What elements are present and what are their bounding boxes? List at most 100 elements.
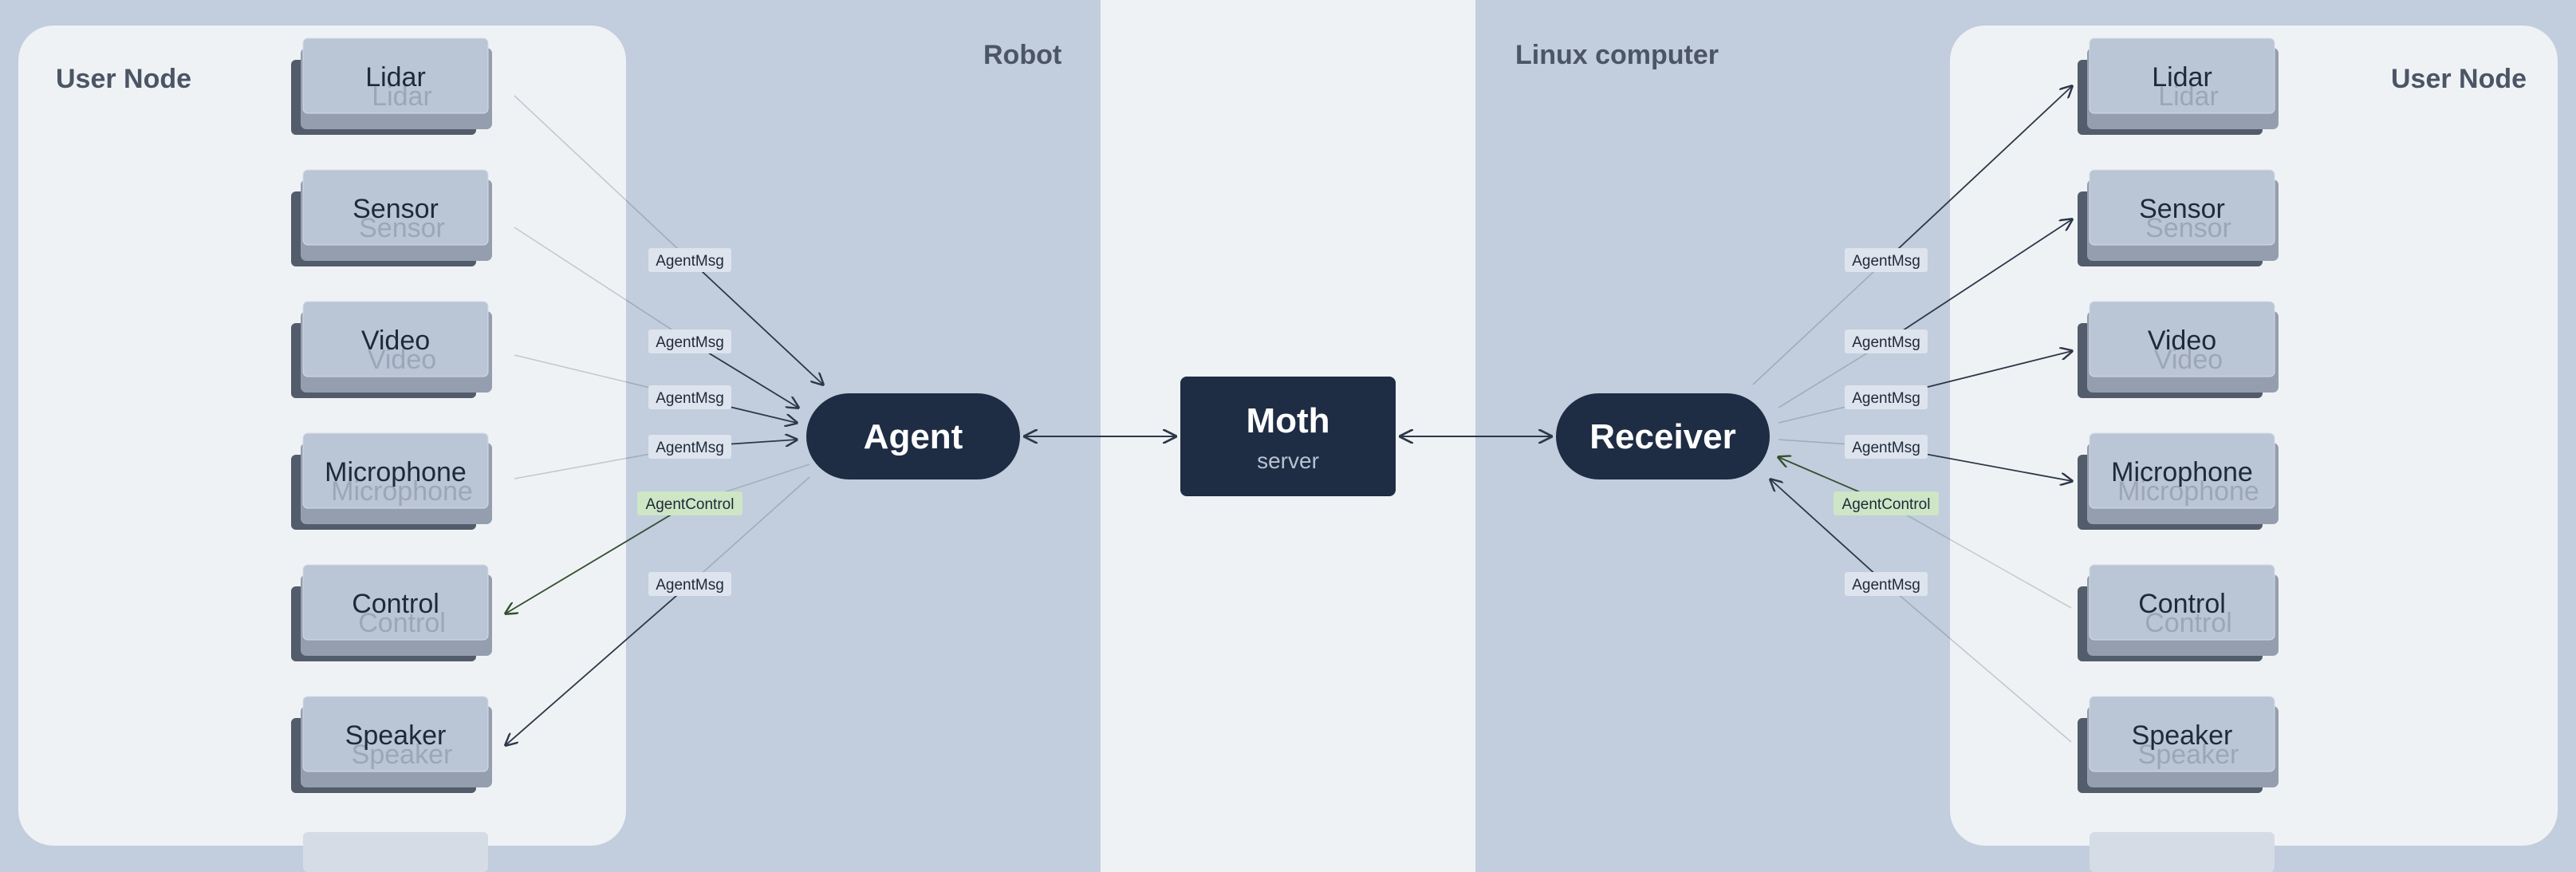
badge-label: AgentMsg bbox=[1852, 577, 1920, 594]
node-box bbox=[2089, 564, 2275, 641]
receiver-node-shape bbox=[1556, 393, 1770, 479]
badge-bg bbox=[1834, 491, 1939, 515]
node-box bbox=[302, 169, 489, 246]
user-node-label-right: User Node bbox=[2391, 64, 2527, 94]
edge-left-0 bbox=[514, 95, 823, 385]
edge-arrow bbox=[506, 503, 691, 614]
node-label-shadow: Control bbox=[2145, 608, 2232, 638]
edge-tail bbox=[689, 476, 810, 585]
edge-right-0 bbox=[1752, 86, 2072, 385]
linux-computer-label: Linux computer bbox=[1515, 40, 1719, 70]
badge-bg bbox=[648, 385, 731, 409]
node-label: Sensor bbox=[2139, 194, 2225, 224]
badge-label: AgentMsg bbox=[1852, 334, 1920, 351]
agent-msg-badge: AgentMsg bbox=[1845, 248, 1928, 272]
node-box bbox=[2089, 432, 2275, 509]
node-label-shadow: Video bbox=[2154, 345, 2223, 375]
robot-label: Robot bbox=[983, 40, 1062, 70]
node-label: Speaker bbox=[345, 720, 447, 751]
node-label: Video bbox=[2148, 326, 2216, 356]
node-label-shadow: Sensor bbox=[2145, 213, 2231, 243]
badge-bg bbox=[1845, 329, 1928, 353]
node-label: Control bbox=[2138, 589, 2226, 619]
badge-bg bbox=[1845, 385, 1928, 409]
badge-label: AgentControl bbox=[1842, 496, 1931, 513]
node-label-shadow: Video bbox=[368, 345, 436, 375]
node-label: Speaker bbox=[2132, 720, 2233, 751]
badge-bg bbox=[648, 572, 731, 596]
node-label: Lidar bbox=[2152, 62, 2212, 93]
badge-bg bbox=[648, 435, 731, 459]
node-label-shadow: Speaker bbox=[2138, 740, 2239, 770]
node-partial-left bbox=[303, 832, 488, 872]
edge-arrow bbox=[1885, 219, 2072, 342]
node-box bbox=[302, 432, 489, 509]
badge-label: AgentMsg bbox=[1852, 440, 1920, 456]
badge-label: AgentControl bbox=[646, 496, 735, 513]
node-label-shadow: Control bbox=[358, 608, 446, 638]
node-label-shadow: Microphone bbox=[2117, 476, 2259, 507]
edge-tail bbox=[514, 95, 691, 261]
node-box bbox=[302, 696, 489, 772]
node-label: Video bbox=[361, 326, 430, 356]
agent-msg-badge: AgentMsg bbox=[648, 435, 731, 459]
node-box bbox=[302, 37, 489, 114]
badge-label: AgentMsg bbox=[1852, 253, 1920, 270]
agent-msg-badge: AgentMsg bbox=[1845, 572, 1928, 596]
badge-bg bbox=[1845, 248, 1928, 272]
agent-node-label: Agent bbox=[864, 417, 963, 456]
agent-msg-badge: AgentMsg bbox=[1845, 385, 1928, 409]
edge-tail bbox=[1752, 259, 1887, 385]
badge-label: AgentMsg bbox=[656, 334, 724, 351]
node-label-shadow: Lidar bbox=[2158, 81, 2219, 112]
agent-msg-badge: AgentMsg bbox=[1845, 329, 1928, 353]
node-label: Microphone bbox=[2111, 457, 2253, 487]
badge-bg bbox=[1845, 572, 1928, 596]
agent-node-shape bbox=[806, 393, 1020, 479]
badge-label: AgentMsg bbox=[656, 253, 724, 270]
edge-arrow bbox=[1771, 479, 1887, 585]
agent-msg-badge: AgentMsg bbox=[1845, 435, 1928, 459]
edge-arrow bbox=[1885, 86, 2072, 261]
node-label: Control bbox=[352, 589, 439, 619]
moth-server-shape bbox=[1180, 377, 1396, 496]
agent-control-badge: AgentControl bbox=[637, 491, 742, 515]
agent-node: Agent bbox=[806, 393, 1020, 479]
agent-msg-badge: AgentMsg bbox=[648, 572, 731, 596]
node-box bbox=[302, 564, 489, 641]
edge-tail bbox=[1885, 583, 2072, 743]
receiver-node-label: Receiver bbox=[1589, 417, 1735, 456]
node-label: Sensor bbox=[353, 194, 439, 224]
badge-label: AgentMsg bbox=[656, 390, 724, 407]
node-label-shadow: Lidar bbox=[372, 81, 432, 112]
badge-bg bbox=[1845, 435, 1928, 459]
edge-tail bbox=[514, 227, 691, 342]
edge-right-5 bbox=[1771, 479, 2072, 743]
moth-server-label: Moth bbox=[1246, 401, 1329, 440]
badge-bg bbox=[648, 329, 731, 353]
badge-label: AgentMsg bbox=[656, 440, 724, 456]
node-box bbox=[2089, 696, 2275, 772]
badge-label: AgentMsg bbox=[1852, 390, 1920, 407]
node-box bbox=[302, 301, 489, 377]
node-box bbox=[2089, 37, 2275, 114]
edge-tail bbox=[1885, 503, 2072, 609]
edge-arrow bbox=[689, 259, 823, 385]
node-label-shadow: Microphone bbox=[331, 476, 473, 507]
agent-msg-badge: AgentMsg bbox=[648, 248, 731, 272]
agent-control-badge: AgentControl bbox=[1834, 491, 1939, 515]
node-partial-right bbox=[2090, 832, 2275, 872]
